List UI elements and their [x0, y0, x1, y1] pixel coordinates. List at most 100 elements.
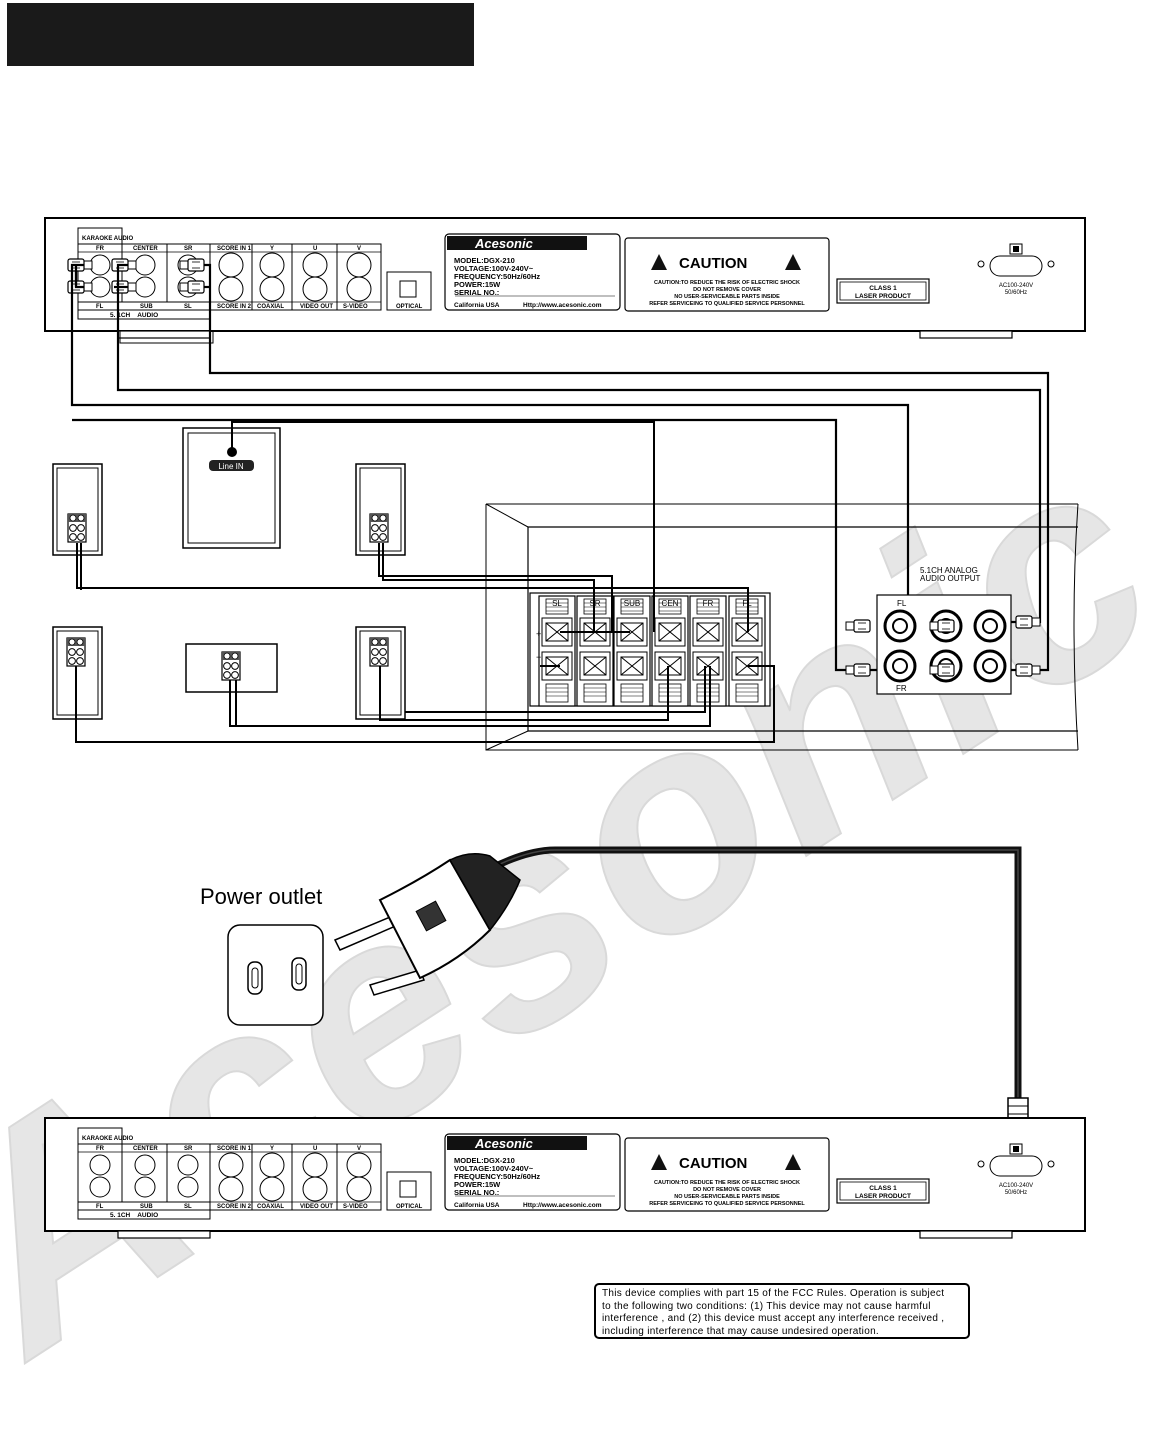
- jack-label-u: U: [313, 246, 317, 252]
- jack-label-optical-2: OPTICAL: [396, 1204, 423, 1210]
- jack-label-sr-2: SR: [184, 1146, 193, 1152]
- player-rear-panel-bottom: KARAOKE AUDIO FR CENTER SR SCORE IN 1 Y …: [44, 1117, 1086, 1239]
- player-rear-panel-top: KARAOKE AUDIO FR CENTER SR SCORE IN 1 Y …: [44, 217, 1086, 339]
- speaker-front-right: [355, 463, 406, 556]
- jack-label-s-video: S-VIDEO: [343, 304, 368, 310]
- fcc-line-2: to the following two conditions: (1) Thi…: [602, 1300, 931, 1312]
- jack-label-fr-2: FR: [96, 1146, 105, 1152]
- jack-label-video-out-2: VIDEO OUT: [300, 1204, 333, 1210]
- analog-output-subtitle: AUDIO OUTPUT: [920, 574, 981, 583]
- amplifier: SL SR SUB CEN FR FL 5.1CH ANALOG AUDIO O…: [485, 503, 1079, 751]
- ac-rating-line-2-2: 50/60Hz: [1005, 1190, 1027, 1196]
- spec-model-2: MODEL:DGX-210: [454, 1156, 515, 1165]
- jack-label-optical: OPTICAL: [396, 304, 423, 310]
- amp-terminal-sl: SL: [552, 599, 562, 608]
- jack-label-center: CENTER: [133, 246, 158, 252]
- terminal-polarity: + −: [536, 629, 541, 662]
- caution-title-2: CAUTION: [679, 1155, 747, 1172]
- jack-label-fl: FL: [96, 304, 104, 310]
- laser-line-2-2: LASER PRODUCT: [855, 1193, 911, 1200]
- analog-output-fr: FR: [896, 684, 907, 693]
- analog-output-fl: FL: [897, 599, 907, 608]
- header-bar: [7, 3, 474, 66]
- fcc-line-3: interference , and (2) this device must …: [602, 1313, 945, 1324]
- jack-label-fr: FR: [96, 246, 105, 252]
- jack-label-fl-2: FL: [96, 1204, 104, 1210]
- caution-line-2-2: DO NOT REMOVE COVER: [693, 1187, 761, 1193]
- fcc-notice: This device complies with part 15 of the…: [594, 1283, 970, 1339]
- spec-voltage: VOLTAGE:100V-240V~: [454, 264, 534, 273]
- power-outlet: [227, 924, 324, 1026]
- caution-line-2: DO NOT REMOVE COVER: [693, 287, 761, 293]
- audio-group-label: 5. 1CH AUDIO: [110, 312, 158, 319]
- laser-line-1-2: CLASS 1: [869, 1185, 897, 1192]
- power-outlet-label: Power outlet: [200, 884, 322, 909]
- jack-label-coaxial: COAXIAL: [257, 304, 284, 310]
- laser-line-2: LASER PRODUCT: [855, 293, 911, 300]
- speaker-surround-left: [52, 626, 103, 720]
- jack-label-y: Y: [270, 246, 274, 252]
- caution-line-4-2: REFER SERVICEING TO QUALIFIED SERVICE PE…: [649, 1201, 805, 1207]
- caution-line-3: NO USER-SERVICEABLE PARTS INSIDE: [674, 294, 780, 300]
- amp-terminal-sr: SR: [589, 599, 600, 608]
- ac-rating-line-1-2: AC100-240V: [999, 1183, 1033, 1189]
- laser-line-1: CLASS 1: [869, 285, 897, 292]
- jack-label-sub: SUB: [140, 304, 153, 310]
- caution-line-1-2: CAUTION:TO REDUCE THE RISK OF ELECTRIC S…: [654, 1180, 800, 1186]
- fcc-line-4: including interference that may cause un…: [602, 1325, 880, 1337]
- jack-label-score-in-1: SCORE IN 1: [217, 246, 252, 252]
- audio-group-label-2: 5. 1CH AUDIO: [110, 1212, 158, 1219]
- spec-frequency: FREQUENCY:50Hz/60Hz: [454, 272, 540, 281]
- website-text-2: Http://www.acesonic.com: [523, 1202, 602, 1209]
- ac-rating-line-2: 50/60Hz: [1005, 290, 1027, 296]
- jack-label-u-2: U: [313, 1146, 317, 1152]
- karaoke-label-2: KARAOKE AUDIO: [82, 1136, 133, 1142]
- jack-label-coaxial-2: COAXIAL: [257, 1204, 284, 1210]
- caution-line-4: REFER SERVICEING TO QUALIFIED SERVICE PE…: [649, 301, 805, 307]
- spec-power-2: POWER:15W: [454, 1180, 501, 1189]
- svg-text:−: −: [536, 652, 541, 662]
- spec-serial-2: SERIAL NO.:: [454, 1188, 499, 1197]
- jack-label-s-video-2: S-VIDEO: [343, 1204, 368, 1210]
- origin-text: California USA: [454, 302, 500, 309]
- jack-label-center-2: CENTER: [133, 1146, 158, 1152]
- fcc-line-1: This device complies with part 15 of the…: [602, 1288, 945, 1299]
- brand-logo-2: Acesonic: [474, 1136, 534, 1151]
- svg-text:+: +: [536, 629, 541, 639]
- analog-output-title: 5.1CH ANALOG: [920, 566, 978, 575]
- jack-label-score-in-2: SCORE IN 2: [217, 304, 252, 310]
- caution-line-3-2: NO USER-SERVICEABLE PARTS INSIDE: [674, 1194, 780, 1200]
- spec-frequency-2: FREQUENCY:50Hz/60Hz: [454, 1172, 540, 1181]
- ac-rating-line-1: AC100-240V: [999, 283, 1033, 289]
- website-text: Http://www.acesonic.com: [523, 302, 602, 309]
- watermark: Acesonic: [0, 388, 1153, 1419]
- brand-logo: Acesonic: [474, 236, 534, 251]
- jack-label-v: V: [357, 246, 361, 252]
- jack-label-sl: SL: [184, 304, 192, 310]
- amp-terminal-fr: FR: [703, 599, 714, 608]
- jack-label-sr: SR: [184, 246, 193, 252]
- speaker-wires: [75, 421, 775, 743]
- line-in-label: Line IN: [218, 462, 244, 471]
- jack-label-y-2: Y: [270, 1146, 274, 1152]
- speaker-front-left: [52, 463, 103, 556]
- jack-label-score-in-1-2: SCORE IN 1: [217, 1146, 252, 1152]
- karaoke-label: KARAOKE AUDIO: [82, 236, 133, 242]
- jack-label-video-out: VIDEO OUT: [300, 304, 333, 310]
- speaker-center: [185, 643, 278, 693]
- spec-model: MODEL:DGX-210: [454, 256, 515, 265]
- caution-line-1: CAUTION:TO REDUCE THE RISK OF ELECTRIC S…: [654, 280, 800, 286]
- jack-label-score-in-2-2: SCORE IN 2: [217, 1204, 252, 1210]
- jack-label-sub-2: SUB: [140, 1204, 153, 1210]
- caution-title: CAUTION: [679, 255, 747, 272]
- power-plug: [333, 853, 521, 996]
- origin-text-2: California USA: [454, 1202, 500, 1209]
- jack-label-sl-2: SL: [184, 1204, 192, 1210]
- jack-label-v-2: V: [357, 1146, 361, 1152]
- spec-power: POWER:15W: [454, 280, 501, 289]
- amp-terminal-sub: SUB: [624, 599, 640, 608]
- amp-terminal-cen: CEN: [662, 599, 679, 608]
- spec-serial: SERIAL NO.:: [454, 288, 499, 297]
- spec-voltage-2: VOLTAGE:100V-240V~: [454, 1164, 534, 1173]
